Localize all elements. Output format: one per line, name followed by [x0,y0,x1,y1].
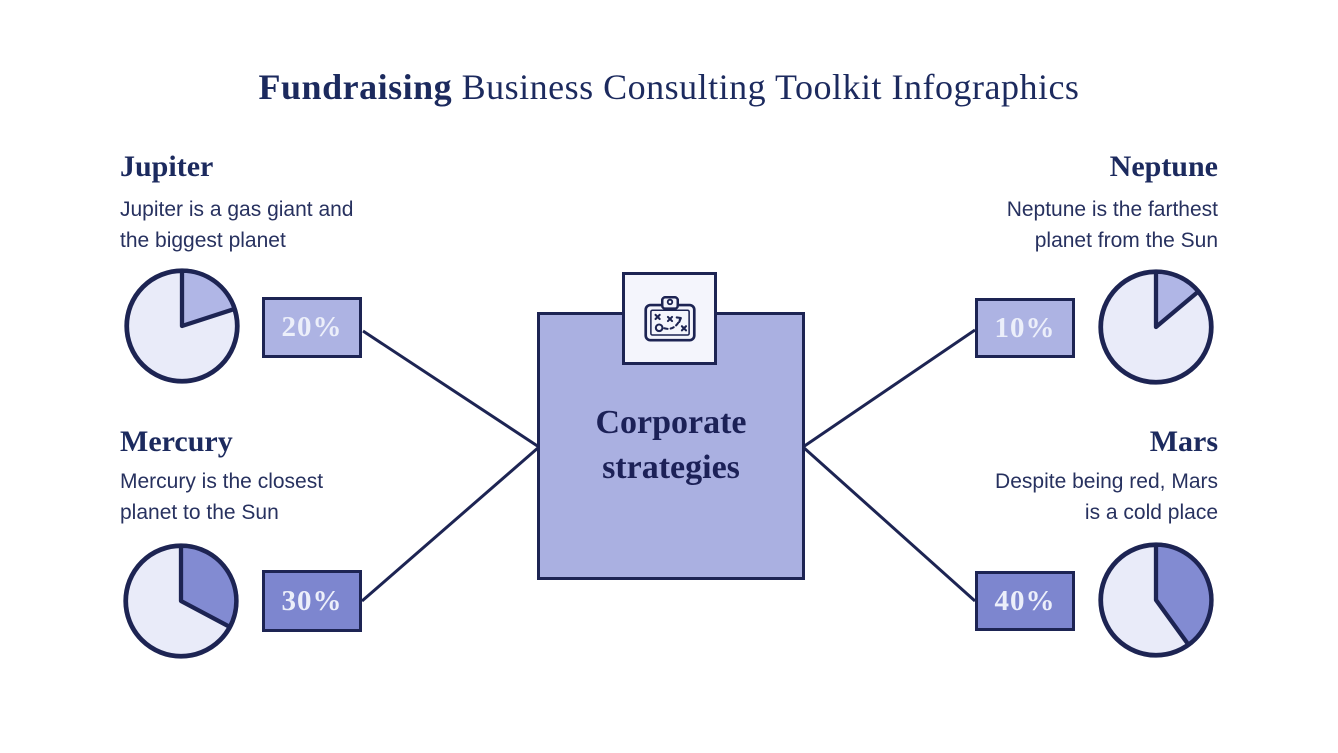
planet-heading-jupiter: Jupiter [120,150,214,183]
percent-value-jupiter: 20% [281,311,343,343]
planet-description-mercury: Mercury is the closest planet to the Sun [120,470,324,525]
pie-chart-jupiter [124,268,240,384]
percent-badge-mars: 40% [975,571,1075,631]
pie-chart-mars [1098,542,1214,658]
percent-badge-mercury: 30% [262,570,362,632]
percent-value-neptune: 10% [994,311,1056,344]
percent-badge-jupiter: 20% [262,297,362,358]
percent-value-mercury: 30% [281,584,343,617]
planet-description-jupiter: Jupiter is a gas giant and the biggest p… [120,198,354,253]
page-title: Fundraising Business Consulting Toolkit … [0,66,1338,108]
connector-neptune [802,328,976,449]
connector-jupiter [362,329,540,449]
planet-description-mars: Despite being red, Mars is a cold place [995,470,1218,525]
planet-heading-mars: Mars [1149,425,1218,458]
pie-chart-mercury [123,543,239,659]
page-title-rest: Business Consulting Toolkit Infographics [452,67,1080,107]
center-node-label: Corporate strategies [595,404,747,486]
page-title-emphasis: Fundraising [258,67,453,107]
pie-chart-neptune [1098,269,1214,385]
center-node: Corporate strategies [537,312,805,580]
planet-description-neptune: Neptune is the farthest planet from the … [1006,198,1218,253]
connector-mercury [361,445,540,603]
connector-mars [801,445,977,603]
center-icon-box [622,272,717,365]
percent-badge-neptune: 10% [975,298,1075,358]
strategy-clipboard-icon [643,295,696,342]
percent-value-mars: 40% [994,584,1056,617]
planet-heading-mercury: Mercury [120,425,233,458]
planet-heading-neptune: Neptune [1109,150,1218,183]
